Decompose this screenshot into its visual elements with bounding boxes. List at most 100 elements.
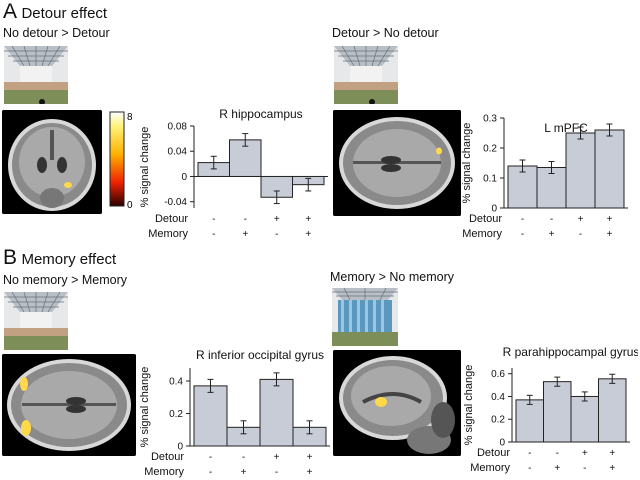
section-a-header: A Detour effect xyxy=(3,0,107,24)
y-tick-label: -0.04 xyxy=(164,197,187,208)
bar xyxy=(259,378,294,447)
condition-sign: - xyxy=(528,463,531,474)
bar xyxy=(543,381,572,443)
y-tick-label: 0.2 xyxy=(491,415,505,426)
chart-title: R inferior occipital gyrus xyxy=(196,348,324,362)
contrast-label: No memory > Memory xyxy=(3,273,127,287)
condition-sign: - xyxy=(209,452,212,463)
condition-sign: + xyxy=(609,463,615,474)
y-tick-label: 0 xyxy=(491,204,497,215)
condition-sign: - xyxy=(579,229,582,240)
y-tick-label: 0.1 xyxy=(483,174,497,185)
section-letter: B xyxy=(3,246,18,269)
y-tick-label: 0.3 xyxy=(483,114,497,125)
condition-sign: - xyxy=(275,467,278,478)
colorbar: 8 0 xyxy=(109,111,133,210)
condition-row-label: Memory xyxy=(470,462,510,474)
bar xyxy=(570,395,599,443)
contrast-label: No detour > Detour xyxy=(3,26,110,40)
condition-sign: - xyxy=(583,463,586,474)
bar-chart-r-hippocampus: R hippocampus % signal change 0.08 0.04 0 -0.… xyxy=(139,107,328,240)
bar xyxy=(515,399,544,443)
scene-thumbnail xyxy=(332,288,398,346)
y-axis-label: % signal change xyxy=(461,123,473,204)
condition-sign: - xyxy=(244,214,247,225)
chart-title: R hippocampus xyxy=(219,107,302,121)
condition-sign: + xyxy=(242,229,248,240)
contrast-label: Detour > No detour xyxy=(332,26,439,40)
y-tick-label: 0.4 xyxy=(169,377,183,388)
condition-sign: - xyxy=(242,452,245,463)
activation-blob xyxy=(21,420,31,436)
section-b-header: B Memory effect xyxy=(3,246,116,270)
activation-blob xyxy=(64,182,72,188)
condition-row-label: Detour xyxy=(155,213,188,225)
chart-title: L mPFC xyxy=(544,121,588,135)
chart-title: R parahippocampal gyrus xyxy=(503,345,638,359)
colorbar-max-label: 8 xyxy=(127,112,133,123)
y-axis-label: % signal change xyxy=(139,367,151,448)
condition-row-label: Detour xyxy=(469,213,502,225)
condition-sign: + xyxy=(578,214,584,225)
activation-blob xyxy=(375,397,387,407)
condition-sign: + xyxy=(241,467,247,478)
bar xyxy=(507,165,538,209)
y-tick-label: 0.6 xyxy=(491,369,505,380)
condition-sign: + xyxy=(274,214,280,225)
condition-sign: - xyxy=(550,214,553,225)
condition-sign: + xyxy=(305,229,311,240)
condition-sign: + xyxy=(609,448,615,459)
condition-sign: - xyxy=(209,467,212,478)
condition-sign: + xyxy=(607,214,613,225)
condition-row-label: Memory xyxy=(144,466,184,478)
y-tick-label: 0.2 xyxy=(169,409,183,420)
condition-sign: + xyxy=(607,229,613,240)
y-tick-label: 0.04 xyxy=(168,147,188,158)
brain-axial-image xyxy=(333,110,461,216)
bar-chart-r-inferior-occipital-gyrus: R inferior occipital gyrus % signal chang… xyxy=(139,348,330,478)
y-tick-label: 0.2 xyxy=(483,144,497,155)
bar xyxy=(193,385,228,447)
activation-blob xyxy=(436,147,442,155)
section-title: Detour effect xyxy=(21,5,108,22)
bar xyxy=(594,129,625,209)
y-axis-label: % signal change xyxy=(139,127,151,208)
condition-sign: + xyxy=(307,452,313,463)
scene-thumbnail xyxy=(4,292,68,350)
contrast-label: Memory > No memory xyxy=(330,270,454,284)
y-tick-label: 0.08 xyxy=(168,122,188,133)
section-letter: A xyxy=(3,0,18,23)
condition-sign: + xyxy=(554,463,560,474)
condition-sign: + xyxy=(305,214,311,225)
y-tick-label: 0.4 xyxy=(491,392,505,403)
condition-sign: + xyxy=(307,467,313,478)
y-tick-label: 0 xyxy=(181,172,187,183)
condition-sign: - xyxy=(521,214,524,225)
scene-thumbnail xyxy=(334,46,398,104)
bar-chart-r-parahippocampal-gyrus: R parahippocampal gyrus % signal change 0.… xyxy=(463,345,638,474)
condition-sign: + xyxy=(274,452,280,463)
y-axis-label: % signal change xyxy=(463,365,475,446)
brain-sagittal-image xyxy=(333,350,461,456)
condition-sign: + xyxy=(582,448,588,459)
scene-thumbnail xyxy=(4,46,68,104)
condition-sign: - xyxy=(521,229,524,240)
condition-row-label: Detour xyxy=(477,447,510,459)
condition-row-label: Memory xyxy=(462,228,502,240)
condition-sign: - xyxy=(528,448,531,459)
activation-blob xyxy=(20,377,28,391)
section-title: Memory effect xyxy=(21,251,117,268)
bar xyxy=(598,378,627,443)
bar xyxy=(565,132,596,209)
condition-sign: - xyxy=(212,229,215,240)
condition-row-label: Memory xyxy=(148,228,188,240)
y-tick-label: 0 xyxy=(177,442,183,453)
brain-axial-image xyxy=(2,354,136,456)
condition-sign: + xyxy=(549,229,555,240)
colorbar-min-label: 0 xyxy=(127,200,133,210)
y-tick-label: 0 xyxy=(499,438,505,449)
condition-sign: - xyxy=(212,214,215,225)
condition-sign: - xyxy=(556,448,559,459)
condition-sign: - xyxy=(275,229,278,240)
